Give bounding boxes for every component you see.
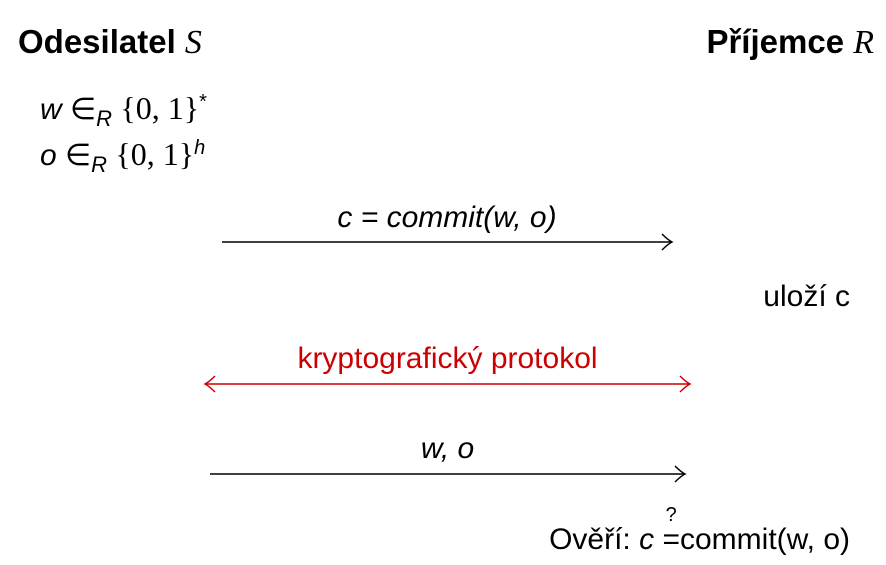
sender-label: Odesilatel <box>18 23 176 60</box>
receiver-store: uloží c <box>763 280 850 313</box>
receiver-heading: Příjemce R <box>706 25 874 60</box>
verify-prefix: Ověří: <box>549 523 631 556</box>
sender-heading: Odesilatel S <box>18 25 202 60</box>
arrow-protocol <box>203 375 692 393</box>
verify-questioned-equals: ?= <box>662 504 680 556</box>
receiver-symbol: R <box>853 24 874 61</box>
receiver-verify: Ověří: c ?=commit(w, o) <box>549 504 850 556</box>
receiver-label: Příjemce <box>706 23 845 60</box>
arrow-reveal <box>210 465 687 483</box>
sender-symbol: S <box>184 24 202 61</box>
sender-step-w: w ∈R {0, 1}* <box>40 90 207 131</box>
message-protocol-label: kryptografický protokol <box>297 342 598 375</box>
verify-c: c <box>639 523 655 556</box>
verify-rhs: commit(w, o) <box>679 523 850 556</box>
message-commit-label: c = commit(w, o) <box>337 201 557 234</box>
arrow-commit <box>222 233 674 251</box>
message-reveal-label: w, o <box>420 432 475 465</box>
sender-step-o: o ∈R {0, 1}h <box>40 136 206 177</box>
